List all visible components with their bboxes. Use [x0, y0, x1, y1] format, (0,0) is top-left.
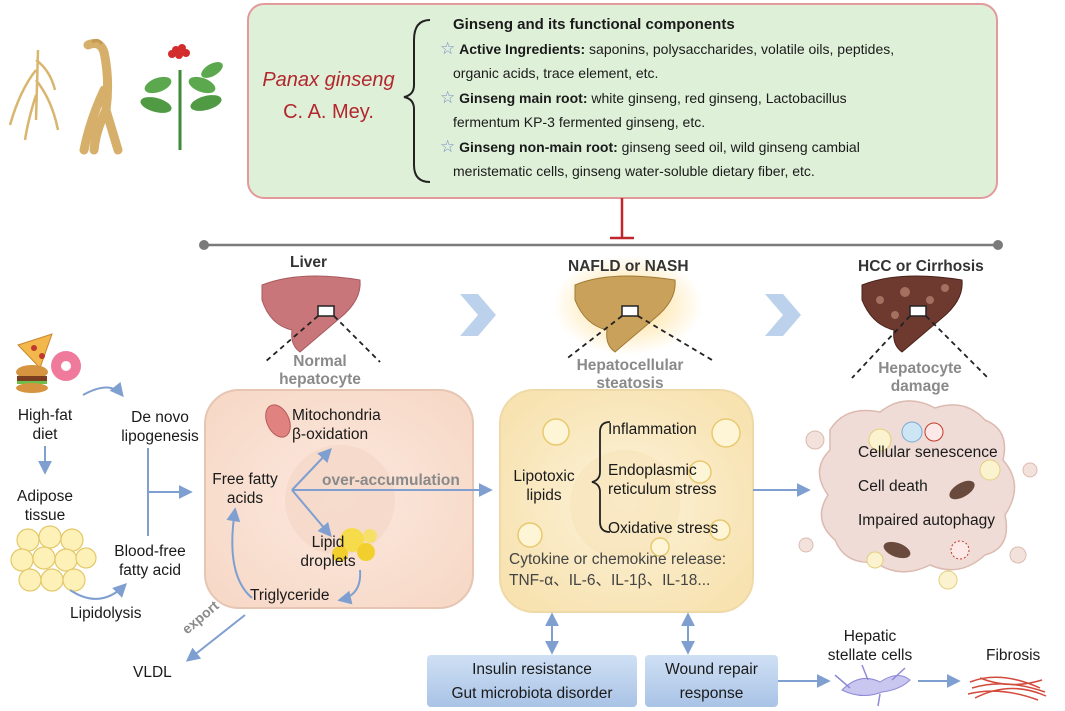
lipid-droplets-icon [332, 528, 377, 562]
ginseng-plant-icon [140, 44, 223, 150]
wound-repair-box [645, 655, 778, 707]
star-icon: ☆ [440, 88, 456, 107]
free-fatty-acids: Free fatty [212, 471, 278, 488]
high-fat-diet: diet [32, 426, 58, 443]
species-name: Panax ginseng [262, 69, 395, 91]
stage-nafld: NAFLD or NASH [568, 258, 689, 275]
component-item: ☆ Active Ingredients: saponins, polysacc… [440, 39, 895, 58]
label-steatosis: steatosis [596, 375, 664, 392]
label-normal: hepatocyte [279, 371, 361, 388]
beta-oxidation-label: β-oxidation [292, 426, 369, 443]
lipid-droplets: droplets [300, 553, 356, 570]
gut-microbiota-disorder: Gut microbiota disorder [451, 685, 613, 702]
inflammation: Inflammation [608, 421, 697, 438]
triglyceride: Triglyceride [250, 587, 330, 604]
hepatic-stellate-cells: stellate cells [827, 647, 913, 664]
component-item-cont: organic acids, trace element, etc. [453, 65, 659, 81]
free-fatty-acids: acids [226, 490, 264, 507]
star-icon: ☆ [440, 39, 456, 58]
components-title: Ginseng and its functional components [453, 16, 735, 33]
component-item-cont: fermentum KP-3 fermented ginseng, etc. [453, 114, 706, 130]
lipotoxic-lipids: lipids [526, 487, 562, 504]
ginseng-root-icon [8, 49, 60, 141]
species-author: C. A. Mey. [283, 101, 374, 123]
ginseng-main-root-icon [79, 38, 123, 155]
component-item: ☆ Ginseng main root: white ginseng, red … [440, 88, 847, 107]
blood-free-fatty-acid: fatty acid [118, 562, 182, 579]
lipidolysis: Lipidolysis [70, 605, 142, 622]
stellate-cell-icon [834, 664, 911, 707]
cytokine-release: Cytokine or chemokine release: [509, 551, 727, 568]
label-normal: Normal [293, 353, 347, 370]
damaged-hepatocyte-cluster [818, 400, 1016, 573]
blood-free-fatty-acid: Blood-free [114, 543, 186, 560]
high-fat-diet: High-fat [17, 407, 73, 424]
adipose-icon [10, 525, 97, 592]
adipose-tissue: Adipose [16, 488, 73, 505]
de-novo-lipogenesis: lipogenesis [121, 428, 199, 445]
de-novo-lipogenesis: De novo [131, 409, 189, 426]
brace [403, 19, 431, 183]
vldl: VLDL [133, 664, 172, 681]
mitochondria-icon [265, 404, 291, 438]
insulin-resistance: Insulin resistance [472, 661, 592, 678]
cytokine-list: TNF-α、IL-6、IL-1β、IL-18... [509, 572, 711, 589]
cellular-senescence: Cellular senescence [858, 444, 998, 461]
label-damage: damage [890, 378, 950, 395]
chevron-arrow [765, 294, 801, 336]
adipose-tissue: tissue [24, 507, 66, 524]
mitochondria-label: Mitochondria [292, 407, 381, 424]
senescence-icon [901, 421, 923, 443]
er-stress: Endoplasmic [608, 462, 697, 479]
component-item-cont: meristematic cells, ginseng water-solubl… [453, 163, 815, 179]
component-item: ☆ Ginseng non-main root: ginseng seed oi… [440, 137, 860, 156]
oxidative-stress: Oxidative stress [608, 520, 719, 537]
normal-liver [261, 275, 361, 353]
er-stress: reticulum stress [608, 481, 717, 498]
stage-liver: Liver [290, 254, 328, 271]
wound-repair: response [679, 685, 744, 702]
impaired-autophagy: Impaired autophagy [858, 512, 996, 529]
lipid-droplets: Lipid [311, 534, 345, 551]
label-steatosis: Hepatocellular [576, 357, 684, 374]
label-damage: Hepatocyte [878, 360, 962, 377]
steatosis-bracket [591, 421, 611, 533]
over-accumulation-label: over-accumulation [322, 472, 460, 489]
cell-death: Cell death [858, 478, 928, 495]
fibrosis-icon [967, 676, 1047, 701]
lipotoxic-lipids: Lipotoxic [513, 468, 575, 485]
food-icon [16, 333, 81, 393]
hepatic-stellate-cells: Hepatic [843, 628, 897, 645]
star-icon: ☆ [440, 137, 456, 156]
insulin-gut-box [427, 655, 637, 707]
stage-hcc: HCC or Cirrhosis [858, 258, 984, 275]
fibrosis: Fibrosis [986, 647, 1041, 664]
wound-repair: Wound repair [665, 661, 758, 678]
chevron-arrow [460, 294, 496, 336]
